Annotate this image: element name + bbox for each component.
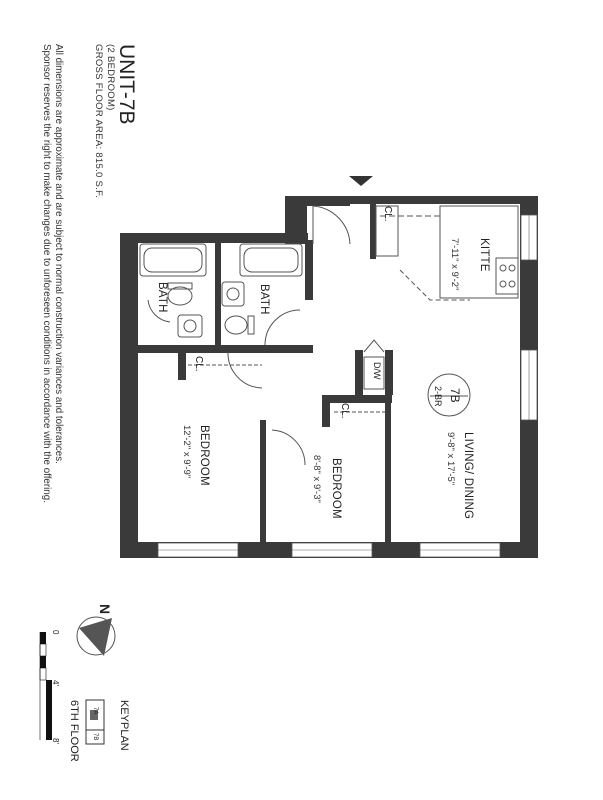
scale-tick-4: 4' <box>51 680 60 686</box>
bedroom-large-door-swing <box>227 351 263 389</box>
toilet-1 <box>167 286 193 306</box>
disclaimer-line-1: All dimensions are approximate and are s… <box>53 44 64 464</box>
bedroom-count: (2 BEDROOM) <box>105 44 116 111</box>
bedroom-small-dims: 8'-8" x 9'-3" <box>311 455 322 503</box>
north-label: N <box>97 604 113 615</box>
wall-kitchen-closet <box>370 204 376 259</box>
bath-closet-label: CL. <box>193 356 204 372</box>
kitchen-closet-label: CL. <box>382 206 393 222</box>
bedroom-small-label: BEDROOM <box>330 458 342 519</box>
wall-bedroom-living <box>385 400 391 548</box>
bathtub-2 <box>239 243 303 277</box>
wall-entry-left <box>285 196 307 244</box>
north-arrow-icon <box>79 618 112 656</box>
toilet-2 <box>224 315 248 335</box>
scale-tick-8: 8' <box>51 738 60 744</box>
bath-1-door-swing <box>147 299 171 323</box>
sink-1 <box>177 314 203 338</box>
living-label: LIVING/ DINING <box>462 432 474 520</box>
keyplan-unit-a: 7A <box>92 707 98 715</box>
wall-bath-bedroom <box>133 345 313 353</box>
wall-dw-2 <box>385 350 393 395</box>
wall-dw <box>355 350 363 395</box>
keyplan-icon <box>85 699 105 745</box>
scale-bar <box>39 632 52 740</box>
sink-2 <box>221 281 245 307</box>
unit-title: UNIT-7B <box>115 44 138 125</box>
living-dims: 9'-8" x 17'-5" <box>445 432 456 486</box>
wall-between-baths <box>215 243 221 348</box>
wall-closet-side <box>322 395 330 427</box>
bedroom-large-label: BEDROOM <box>198 425 210 486</box>
wall-north-entry <box>285 196 350 206</box>
keyplan-title: KEYPLAN <box>118 700 130 751</box>
bath-door-swing <box>264 309 301 346</box>
wall-bath-stub <box>305 240 313 300</box>
kitchen-label: KITTE <box>478 238 490 272</box>
entry-door-swing <box>312 205 351 245</box>
bathtub-1 <box>139 243 207 277</box>
bedroom-closet-label: CL. <box>339 403 350 419</box>
keyplan-unit-b: 7B <box>92 733 98 741</box>
wall-bedrooms <box>260 420 266 548</box>
bedroom-small-door-swing <box>271 429 306 466</box>
wall-closet-bath <box>178 350 186 380</box>
dishwasher-label: D/W <box>372 362 382 380</box>
kitchen-counter <box>439 205 519 299</box>
badge-type: 2-BR <box>433 386 443 407</box>
stove <box>495 257 519 295</box>
wall-north-right <box>350 196 538 204</box>
bedroom-large-dims: 12'-2" x 9'-9" <box>181 425 192 479</box>
north-compass <box>76 616 116 656</box>
badge-unit: 7B <box>448 388 462 403</box>
dishwasher <box>363 356 385 390</box>
wall-north-left <box>120 233 308 243</box>
scale-tick-0: 0 <box>51 630 60 635</box>
disclaimer-line-2: Sponsor reserves the right to make chang… <box>41 44 52 503</box>
bath-1-label: BATH <box>156 282 168 313</box>
unit-badge <box>427 373 471 417</box>
entry-arrow-icon <box>349 176 373 186</box>
wall-west <box>120 233 138 558</box>
wall-closet-top <box>322 395 392 403</box>
gross-area: GROSS FLOOR AREA: 815.0 S.F. <box>93 44 104 199</box>
keyplan-floor: 6TH FLOOR <box>68 700 80 762</box>
bath-2-label: BATH <box>258 284 270 315</box>
kitchen-dims: 7'-11" x 9'-2" <box>449 238 460 291</box>
